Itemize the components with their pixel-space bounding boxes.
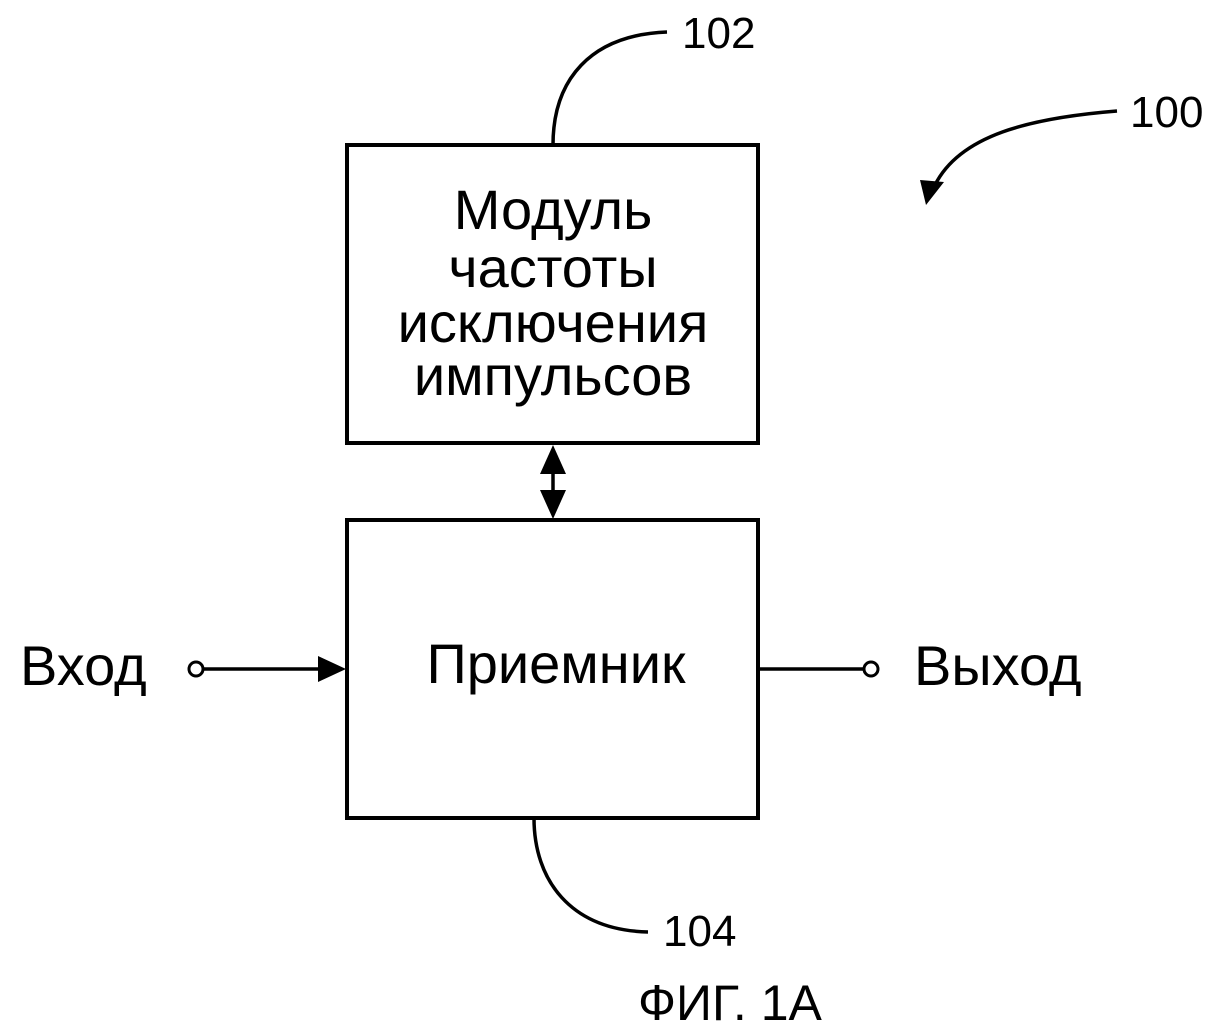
up-arrowhead-icon [540, 445, 566, 474]
system-ref-arrowhead-icon [920, 180, 944, 205]
output-label: Выход [914, 634, 1082, 697]
module-line-4: импульсов [414, 344, 692, 407]
down-arrowhead-icon [540, 490, 566, 519]
module-ref-leader [551, 30, 668, 146]
receiver-label: Приемник [426, 632, 686, 695]
output-terminal-icon [862, 660, 880, 678]
receiver-ref-leader [532, 817, 649, 934]
module-line-3: исключения [398, 291, 709, 354]
pulse-blanking-module-block [345, 143, 760, 445]
input-terminal-icon [187, 660, 205, 678]
system-ref-leader [933, 109, 1118, 186]
module-line-1: Модуль [454, 178, 653, 241]
module-line-2: частоты [448, 236, 657, 299]
receiver-block [345, 518, 760, 820]
input-label: Вход [20, 634, 147, 697]
module-ref-label: 102 [682, 9, 755, 58]
receiver-ref-label: 104 [663, 907, 736, 956]
input-arrowhead-icon [318, 656, 346, 682]
system-ref-label: 100 [1130, 88, 1203, 137]
figure-label: ФИГ. 1А [638, 975, 823, 1031]
